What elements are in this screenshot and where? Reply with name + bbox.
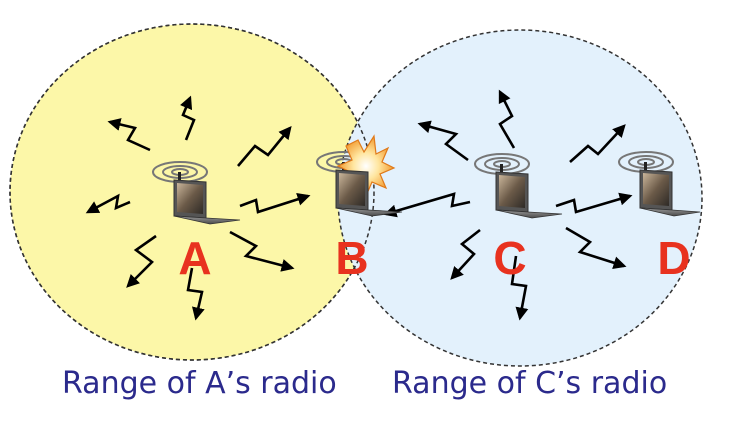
radio-signal-arrow-icon [107,118,151,152]
radio-signal-arrow-icon [180,95,196,141]
laptop-icon [173,179,241,225]
radio-signal-arrow-icon [498,89,516,149]
radio-signal-arrow-icon [237,125,292,167]
radio-signal-arrow-icon [239,192,311,214]
laptop-c [474,153,563,219]
radio-signal-arrow-icon [450,228,481,280]
radio-signal-arrows-a [85,95,311,321]
laptop-a [152,161,241,225]
radio-signal-arrow-icon [229,230,295,272]
node-label-d: D [657,232,690,284]
range-label-c: Range of C’s radio [392,366,667,401]
radio-signal-arrow-icon [555,192,633,214]
node-label-c: C [493,232,526,284]
radio-signal-arrow-icon [565,226,627,270]
radio-signal-arrows-c [383,89,633,321]
radio-signal-arrow-icon [126,234,157,288]
laptop-icon [335,169,403,217]
laptop-d [618,151,701,217]
radio-signal-arrow-icon [186,267,205,321]
laptop-b [316,134,403,217]
laptop-icon [639,169,701,217]
laptop-icon [495,171,563,219]
radio-signal-arrow-icon [569,124,626,163]
node-label-b: B [335,232,368,284]
radio-signal-arrow-icon [417,120,469,162]
radio-signal-arrow-icon [383,192,471,218]
range-circle-a-border [9,23,375,361]
radio-signal-arrow-icon [510,255,529,321]
range-label-a: Range of A’s radio [62,366,337,401]
node-label-a: A [178,232,211,284]
radio-signal-arrow-icon [85,193,131,214]
